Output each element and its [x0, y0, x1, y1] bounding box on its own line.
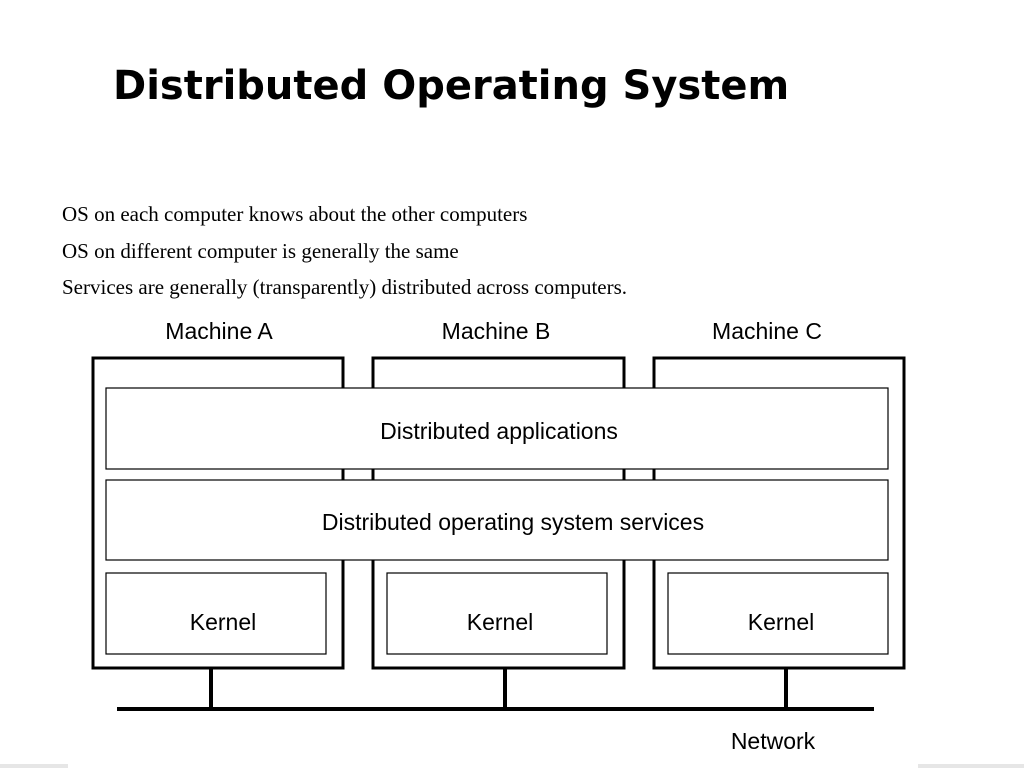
kernel-a-label: Kernel [190, 609, 256, 635]
bullet-item: OS on different computer is generally th… [62, 238, 459, 263]
kernel-a-box [105, 572, 327, 655]
services-layer-box [105, 479, 889, 561]
network-label: Network [731, 728, 816, 754]
machine-a-label: Machine A [165, 318, 273, 344]
applications-layer-label: Distributed applications [380, 418, 618, 444]
slide-title: Distributed Operating System [113, 63, 790, 109]
kernel-c-label: Kernel [748, 609, 814, 635]
footer-bar-left [0, 764, 68, 768]
machine-c-label: Machine C [712, 318, 822, 344]
applications-layer-box [105, 387, 889, 470]
bullet-item: Services are generally (transparently) d… [62, 275, 628, 299]
bullet-item: OS on each computer knows about the othe… [62, 202, 528, 226]
kernel-b-label: Kernel [467, 609, 533, 635]
kernel-c-box [667, 572, 889, 655]
kernel-b-box [386, 572, 608, 655]
services-layer-label: Distributed operating system services [322, 509, 704, 535]
footer-bar-right [918, 764, 1024, 768]
machine-b-label: Machine B [442, 318, 551, 344]
bullet-list: OS on each computer knows about the othe… [62, 196, 627, 306]
